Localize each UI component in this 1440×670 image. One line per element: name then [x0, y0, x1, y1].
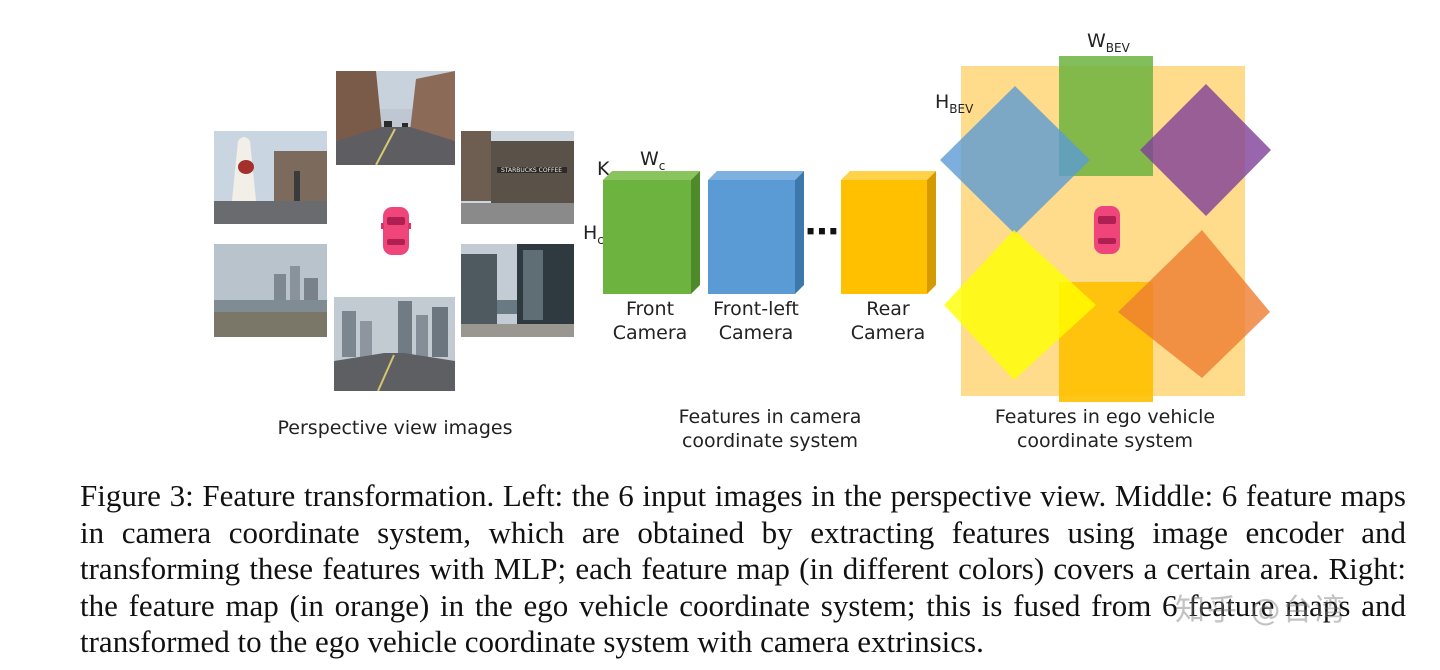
- bev-height-label: HBEV: [935, 91, 974, 116]
- dim-h-label: Hc: [583, 222, 604, 247]
- perspective-view-caption: Perspective view images: [277, 417, 513, 439]
- ego-car-icon: [381, 205, 411, 257]
- cube-label-front-left: Front-left Camera: [713, 298, 799, 344]
- bev-width-label: WBEV: [1087, 30, 1130, 55]
- bev-diagram: [930, 50, 1280, 410]
- camera-image-front: [336, 71, 455, 165]
- cube-label-rear: Rear Camera: [850, 298, 926, 344]
- camera-features-caption: Features in camera coordinate system: [678, 406, 862, 452]
- watermark: 知乎 @台湾: [1175, 593, 1347, 628]
- dim-k-label: K: [597, 158, 610, 180]
- camera-image-front-right: STARBUCKS COFFEE: [461, 131, 574, 224]
- dim-w-label: Wc: [640, 148, 666, 173]
- feature-cube-front: [603, 171, 700, 294]
- svg-text:STARBUCKS COFFEE: STARBUCKS COFFEE: [501, 167, 562, 174]
- ellipsis-mark: ⋯: [805, 212, 839, 252]
- cube-label-front: Front Camera: [612, 298, 688, 344]
- camera-image-back-right: [461, 244, 574, 337]
- feature-cube-front-left: [708, 171, 804, 294]
- camera-image-back: [334, 297, 455, 391]
- bev-features-caption: Features in ego vehicle coordinate syste…: [994, 406, 1216, 452]
- figure-caption: Figure 3: Feature transformation. Left: …: [80, 478, 1406, 659]
- feature-cube-rear: [841, 171, 936, 294]
- camera-image-back-left: [214, 244, 327, 337]
- camera-image-front-left: [214, 131, 327, 224]
